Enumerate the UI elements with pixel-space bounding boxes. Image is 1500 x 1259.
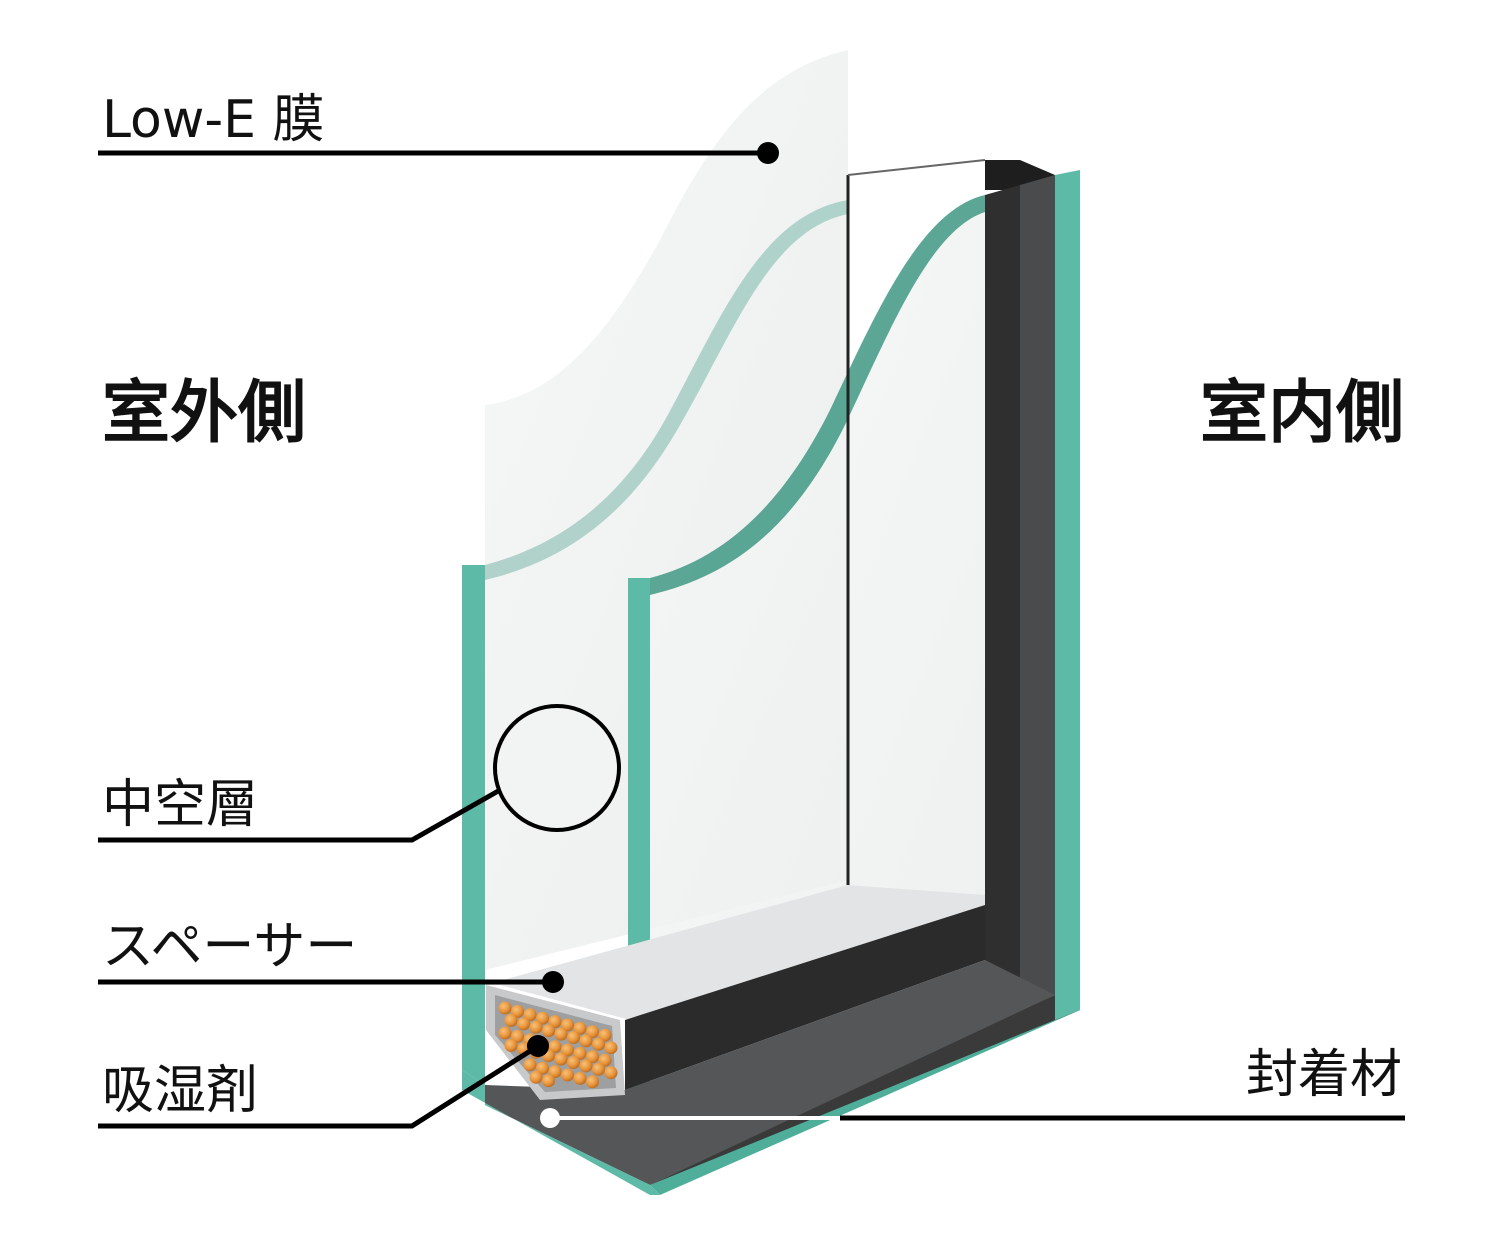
label-indoor-side: 室内側	[1200, 374, 1404, 453]
label-outdoor-side: 室外側	[102, 374, 306, 453]
desiccant-bead	[586, 1050, 599, 1064]
desiccant-bead	[579, 1059, 593, 1073]
label-hollow-layer: 中空層	[102, 775, 258, 835]
outer-glass-bottom-edge	[462, 1070, 660, 1195]
leader-hollow-layer	[98, 787, 502, 843]
desiccant-bead	[542, 1074, 555, 1088]
label-desiccant: 吸湿剤	[102, 1061, 258, 1121]
desiccant-bead	[567, 1031, 580, 1044]
desiccant-bead	[554, 1052, 568, 1066]
desiccant-bead	[573, 1021, 587, 1035]
label-sealant: 封着材	[1246, 1045, 1402, 1105]
desiccant-beads	[498, 1001, 618, 1089]
desiccant-dot	[527, 1035, 549, 1057]
desiccant-bead	[561, 1068, 574, 1082]
label-low-e: Low-E 膜	[102, 90, 325, 150]
desiccant-bead	[511, 1004, 524, 1018]
desiccant-bead	[604, 1066, 618, 1080]
desiccant-bead	[573, 1071, 587, 1085]
sealant-dot	[540, 1108, 560, 1128]
desiccant-bead	[561, 1018, 574, 1032]
desiccant-bead	[567, 1056, 580, 1069]
desiccant-bead	[586, 1075, 599, 1089]
desiccant-bead	[598, 1053, 612, 1067]
desiccant-bead	[579, 1034, 593, 1048]
desiccant-bead	[511, 1029, 524, 1043]
desiccant-bead	[573, 1046, 587, 1060]
desiccant-bead	[536, 1061, 549, 1075]
desiccant-bead	[542, 1024, 555, 1038]
label-spacer: スペーサー	[102, 917, 357, 977]
leader-desiccant	[98, 1043, 540, 1129]
desiccant-bead	[548, 1065, 562, 1079]
desiccant-bead	[536, 1011, 549, 1025]
desiccant-bead	[498, 1026, 512, 1040]
low-e-dot	[757, 142, 779, 164]
desiccant-bead	[548, 1040, 562, 1054]
desiccant-bead	[592, 1037, 605, 1051]
desiccant-bead	[561, 1043, 574, 1057]
desiccant-bead	[504, 1014, 518, 1027]
desiccant-bead	[548, 1015, 562, 1029]
desiccant-bead	[598, 1028, 612, 1042]
desiccant-bead	[517, 1017, 530, 1031]
desiccant-bead	[523, 1008, 537, 1022]
desiccant-bead	[504, 1039, 518, 1052]
desiccant-bead	[604, 1041, 618, 1055]
desiccant-bead	[498, 1001, 512, 1015]
spacer-dot	[542, 971, 564, 993]
desiccant-bead	[554, 1027, 568, 1041]
desiccant-bead	[523, 1058, 537, 1072]
desiccant-bead	[529, 1070, 543, 1084]
desiccant-bead	[592, 1062, 605, 1076]
hollow-layer-callout-circle	[493, 704, 621, 832]
leader-lines	[98, 150, 1405, 1129]
indoor-glass-edge	[650, 170, 1080, 1195]
desiccant-bead	[529, 1020, 543, 1034]
desiccant-bead	[586, 1025, 599, 1039]
pane-top-line	[847, 159, 986, 176]
